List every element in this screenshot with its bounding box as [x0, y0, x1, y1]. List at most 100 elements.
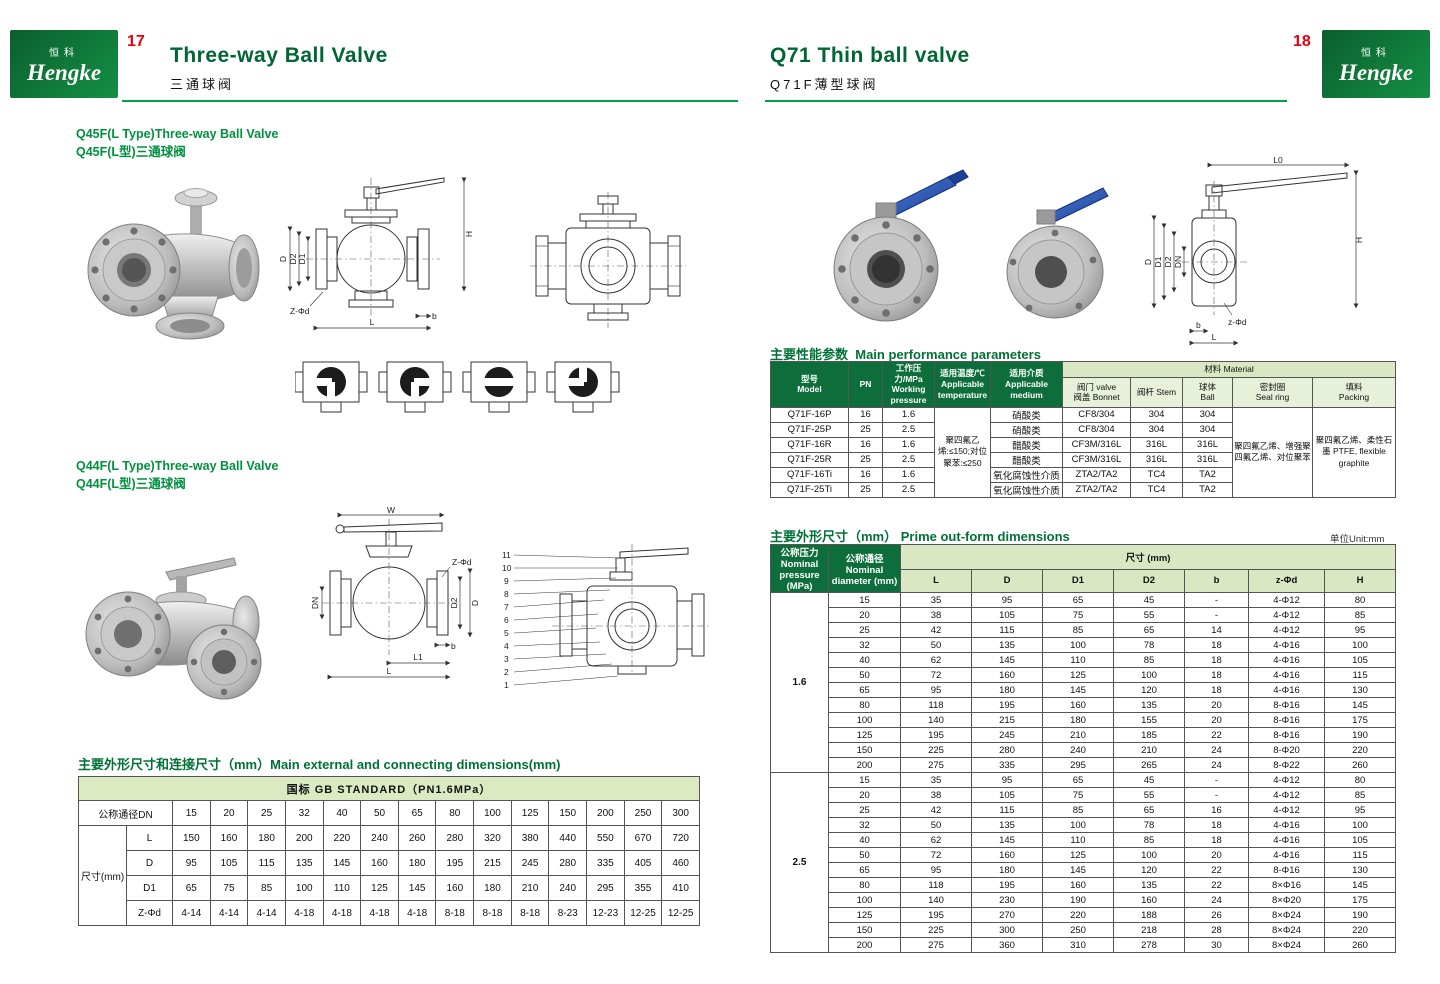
right-title-rule [765, 100, 1287, 102]
table-cell: 220 [322, 825, 362, 851]
dim-label-d: D [470, 600, 480, 606]
table-cell: 25 [848, 451, 883, 468]
table-cell: 110 [1042, 832, 1114, 848]
table-cell: 4-Φ12 [1248, 622, 1325, 638]
table-cell: TA2 [1182, 481, 1233, 498]
table-cell: 125 [828, 907, 901, 923]
table-cell: 22 [1184, 862, 1249, 878]
table-cell: 20 [828, 607, 901, 623]
dim-label-w: W [387, 505, 395, 515]
col-header-packing: 填料 Packing [1311, 377, 1397, 408]
table-cell: - [1184, 592, 1249, 608]
table-cell: 105 [971, 787, 1043, 803]
dim-label-d1: D1 [1153, 256, 1163, 267]
table-cell: 260 [1323, 937, 1397, 953]
table-cell: L [126, 825, 173, 851]
table-cell: 85 [1042, 802, 1114, 818]
q44f-section-heading: Q44F(L Type)Three-way Ball Valve Q44F(L型… [76, 458, 278, 493]
table-cell: 26 [1184, 907, 1249, 923]
table-cell: 85 [1113, 832, 1185, 848]
col-header-material: 材料 Material [1061, 360, 1397, 379]
performance-table: 型号 Model PN 工作压力/MPa Working pressure 适用… [770, 360, 1397, 498]
table-cell: 260 [1323, 757, 1397, 773]
table-cell: 75 [1042, 787, 1114, 803]
table-cell: 45 [1113, 772, 1185, 788]
table-cell: 115 [971, 802, 1043, 818]
table-cell: - [1184, 772, 1249, 788]
table-cell: 95 [1323, 802, 1397, 818]
table-cell: 72 [900, 847, 972, 863]
table-cell: 245 [971, 727, 1043, 743]
table-cell: Q71F-25Ti [770, 481, 849, 498]
table-cell: 24 [1184, 892, 1249, 908]
table-cell: 1.6 [882, 436, 935, 453]
table-cell: 130 [1323, 682, 1397, 698]
table-cell: 300 [971, 922, 1043, 938]
right-title-en: Q71 Thin ball valve [770, 44, 970, 67]
table-cell: 145 [1042, 862, 1114, 878]
table-cell: 50 [900, 637, 972, 653]
table-cell: 18 [1184, 652, 1249, 668]
table-cell: 195 [900, 727, 972, 743]
table-cell: 醋酸类 [990, 436, 1063, 453]
dim-label-d2: D2 [449, 597, 459, 608]
table-cell: 550 [586, 825, 625, 851]
table-cell: 135 [971, 637, 1043, 653]
page-number-left: 17 [127, 33, 145, 50]
q45f-heading-en: Q45F(L Type)Three-way Ball Valve [76, 127, 279, 141]
table-cell: 8-Φ20 [1248, 742, 1325, 758]
table-cell: 110 [322, 875, 362, 901]
table-cell: D1 [126, 875, 173, 901]
table-cell: 35 [900, 772, 972, 788]
left-title-cn: 三通球阀 [170, 77, 235, 92]
table-cell: 185 [1113, 727, 1185, 743]
brand-name-cn: 恒科 [1361, 48, 1391, 59]
col-header-stem: 阀杆 Stem [1130, 377, 1183, 408]
col-header-ball: 球体 Ball [1182, 377, 1233, 408]
table-cell: 160 [360, 850, 399, 876]
table-cell: 210 [1042, 727, 1114, 743]
table-cell: 硝酸类 [990, 406, 1063, 423]
table-cell: 2.5 [882, 451, 935, 468]
table-cell: 8-Φ16 [1248, 712, 1325, 728]
table-cell: 20 [209, 800, 249, 826]
table-cell: 100 [1113, 667, 1185, 683]
table-cell: 145 [322, 850, 362, 876]
table-cell: 18 [1184, 637, 1249, 653]
table-cell: 295 [1042, 757, 1114, 773]
table-row: 国标 GB STANDARD（PN1.6MPa） [78, 776, 700, 801]
table-cell: 4-Φ12 [1248, 787, 1325, 803]
table-cell: 125 [360, 875, 399, 901]
q45f-valve-photo [87, 188, 260, 340]
table-cell: 15 [172, 800, 211, 826]
table-cell: ZTA2/TA2 [1062, 466, 1131, 483]
col-header-nominal-diameter: 公称通径 Nominal diameter (mm) [828, 544, 901, 593]
table-cell: 250 [1042, 922, 1114, 938]
table-cell: 醋酸类 [990, 451, 1063, 468]
table-cell: 215 [971, 712, 1043, 728]
table-cell: 65 [1042, 592, 1114, 608]
dim-label-dn: DN [1173, 256, 1183, 268]
table-cell: 50 [900, 817, 972, 833]
table-cell: 220 [1042, 907, 1114, 923]
q44f-front-drawing: W DN D2 D Z-Φd L1 L b [310, 505, 480, 680]
q44f-valve-photo [85, 557, 262, 700]
table-cell: 210 [510, 875, 550, 901]
q44f-side-drawing: 11 10 9 8 7 6 5 4 3 2 1 [502, 544, 710, 690]
table-cell: Q71F-16P [770, 406, 849, 423]
dim-label-zphid: Z-Φd [452, 557, 472, 567]
table-cell: 260 [397, 825, 437, 851]
table-cell: 65 [397, 800, 437, 826]
table-cell: 440 [548, 825, 588, 851]
table-cell: 115 [971, 622, 1043, 638]
table-cell: 40 [828, 652, 901, 668]
part-number: 3 [504, 654, 509, 664]
table-cell: 42 [900, 622, 972, 638]
